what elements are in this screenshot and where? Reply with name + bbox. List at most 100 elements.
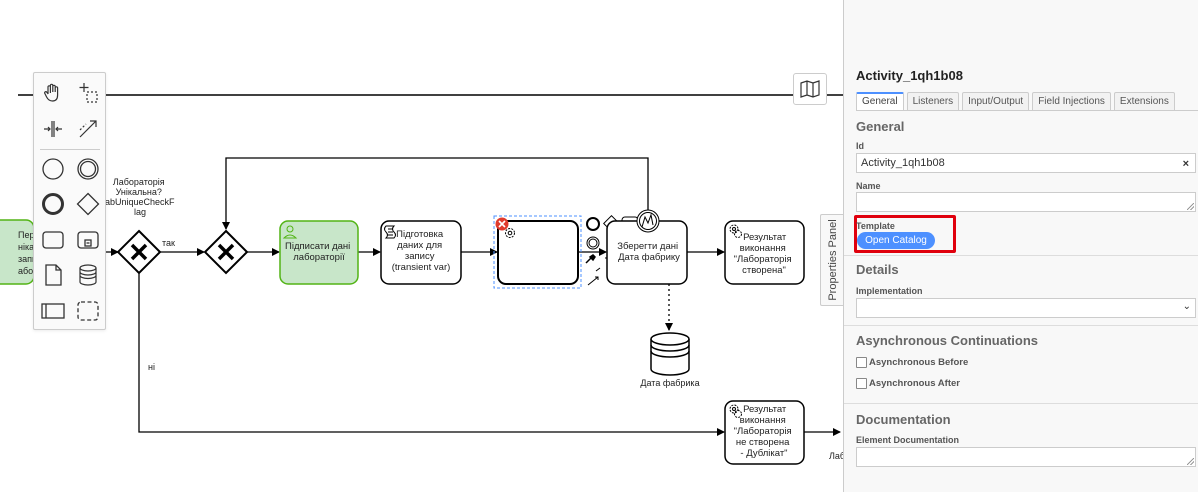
- async-before-label: Asynchronous Before: [869, 357, 969, 368]
- element-documentation-label: Element Documentation: [856, 435, 960, 445]
- async-after-row: Asynchronous After: [856, 378, 960, 389]
- tab-extensions[interactable]: Extensions: [1113, 92, 1175, 111]
- gears-icon: [729, 224, 742, 238]
- group-title-details: Details: [856, 262, 899, 277]
- svg-text:Підготовка даних для: Підготовка даних для запису (transient v…: [392, 229, 451, 273]
- intermediate-event-icon[interactable]: [74, 155, 102, 183]
- end-event-icon[interactable]: [39, 190, 67, 218]
- start-task-partial[interactable]: Пер ніка запи або: [0, 219, 40, 285]
- data-store[interactable]: [650, 332, 690, 376]
- tab-input-output[interactable]: Input/Output: [962, 92, 1030, 111]
- properties-panel: Activity_1qh1b08 General Listeners Input…: [843, 0, 1198, 492]
- end-label-partial: Лаб: [829, 451, 843, 461]
- hand-tool-icon[interactable]: [39, 79, 67, 107]
- resize-grip-icon[interactable]: [1187, 458, 1194, 465]
- tab-listeners[interactable]: Listeners: [906, 92, 960, 111]
- start-task-label-line: запи: [18, 254, 37, 264]
- implementation-label: Implementation: [856, 286, 923, 296]
- gateway-label: Лабораторія Унікальна? labUniqueCheckF l…: [103, 177, 177, 217]
- group-separator: [844, 325, 1198, 326]
- global-connect-tool-icon[interactable]: [74, 115, 102, 143]
- error-badge-icon[interactable]: [495, 217, 509, 231]
- group-title-documentation: Documentation: [856, 412, 951, 427]
- data-store-label: Дата фабрика: [640, 378, 699, 388]
- element-title: Activity_1qh1b08: [856, 68, 963, 83]
- selected-service-task[interactable]: [493, 215, 582, 289]
- task-label-line: (transient var): [392, 262, 451, 273]
- group-icon[interactable]: [74, 297, 102, 325]
- subprocess-icon[interactable]: [74, 226, 102, 254]
- task-sign-data[interactable]: Підписати дані лабораторії: [279, 220, 359, 285]
- task-label-line: даних для: [397, 240, 442, 251]
- task-result-created[interactable]: Результат виконання "Лабораторія створен…: [724, 220, 805, 285]
- async-before-row: Asynchronous Before: [856, 357, 968, 368]
- implementation-select[interactable]: ⌄: [856, 298, 1196, 318]
- task-label-line: Зберегти дані: [617, 241, 678, 252]
- template-label: Template: [856, 221, 895, 231]
- task-label-line: лабораторії: [293, 252, 345, 263]
- resize-grip-icon[interactable]: [1187, 203, 1194, 210]
- async-before-checkbox[interactable]: [856, 357, 867, 368]
- start-event-icon[interactable]: [39, 155, 67, 183]
- async-after-checkbox[interactable]: [856, 378, 867, 389]
- data-store-icon[interactable]: [74, 261, 102, 289]
- element-documentation-textarea[interactable]: [856, 447, 1196, 467]
- start-task-label-line: Пер: [18, 230, 34, 240]
- minimap-toggle-button[interactable]: [793, 73, 827, 105]
- gear-icon: [505, 228, 515, 238]
- participant-pool-icon[interactable]: [39, 297, 67, 325]
- svg-text:Зберегти дані Дата фаб: Зберегти дані Дата фабрику: [617, 241, 681, 263]
- script-icon: [384, 225, 396, 239]
- group-title-general: General: [856, 119, 905, 134]
- user-icon: [282, 225, 298, 239]
- clear-icon[interactable]: ×: [1182, 158, 1189, 170]
- space-tool-icon[interactable]: [39, 115, 67, 143]
- task-label-line: Результат: [743, 404, 787, 415]
- group-separator: [844, 403, 1198, 404]
- bpmn-diagram[interactable]: Пер ніка запи або Лабораторія: [0, 0, 843, 492]
- tab-field-injections[interactable]: Field Injections: [1032, 92, 1111, 111]
- lightning-icon: [641, 213, 654, 228]
- group-separator: [844, 255, 1198, 256]
- flow-loop-back: [222, 157, 649, 230]
- task-label-line: "Лабораторія: [734, 426, 792, 437]
- exclusive-gateway-merge[interactable]: [203, 229, 249, 275]
- name-label: Name: [856, 181, 881, 191]
- boundary-error-event[interactable]: [636, 209, 660, 233]
- exclusive-gateway-check[interactable]: [116, 229, 162, 275]
- task-label-line: Підписати дані: [285, 241, 350, 252]
- svg-text:Результат виконання: Результат виконання "Лабораторія створен…: [734, 232, 795, 276]
- task-label-line: Підготовка: [396, 229, 444, 240]
- name-textarea[interactable]: [856, 192, 1196, 212]
- data-object-icon[interactable]: [39, 261, 67, 289]
- task-label-line: не створена: [736, 437, 790, 448]
- id-input-value: Activity_1qh1b08: [861, 157, 945, 169]
- gateway-icon[interactable]: [74, 190, 102, 218]
- append-end-event-icon: [586, 217, 600, 231]
- svg-text:Підписати дані лаборат: Підписати дані лабораторії: [285, 241, 353, 263]
- open-catalog-button[interactable]: Open Catalog: [857, 232, 935, 249]
- task-icon[interactable]: [39, 226, 67, 254]
- id-label: Id: [856, 141, 864, 151]
- gears-icon: [729, 404, 742, 418]
- tab-general[interactable]: General: [856, 92, 904, 111]
- id-input[interactable]: Activity_1qh1b08 ×: [856, 153, 1196, 173]
- properties-panel-toggle[interactable]: Properties Panel: [820, 214, 843, 306]
- map-icon: [800, 80, 820, 98]
- task-label-line: виконання: [740, 415, 786, 426]
- flow-no-label: ні: [148, 362, 155, 372]
- selection-outline: [493, 215, 582, 289]
- task-label-line: Результат: [743, 232, 787, 243]
- bpmn-canvas[interactable]: Пер ніка запи або Лабораторія: [0, 0, 843, 492]
- chevron-down-icon: ⌄: [1182, 301, 1191, 312]
- task-result-duplicate[interactable]: Результат виконання "Лабораторія не ство…: [724, 400, 805, 465]
- start-task-label-line: або: [18, 266, 33, 276]
- lasso-tool-icon[interactable]: [74, 79, 102, 107]
- start-task-label-line: ніка: [18, 242, 34, 252]
- palette-separator: [40, 149, 100, 150]
- task-prepare-data[interactable]: Підготовка даних для запису (transient v…: [380, 220, 462, 285]
- change-type-wrench-icon: [585, 254, 596, 264]
- flow-no: [138, 273, 725, 436]
- connect-arrow-icon: [587, 276, 599, 286]
- properties-panel-toggle-label: Properties Panel: [826, 219, 839, 301]
